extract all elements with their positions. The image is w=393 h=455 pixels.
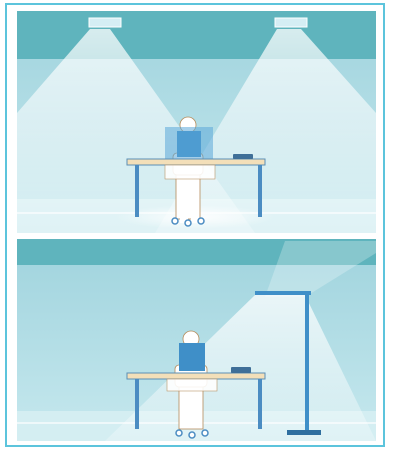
- lighting-illustration: [5, 3, 385, 447]
- monitor: [179, 343, 205, 371]
- phone: [233, 154, 253, 159]
- phone: [231, 367, 251, 373]
- panel-floor-lamp: [17, 239, 376, 441]
- panel-divider: [17, 233, 376, 239]
- ceiling-light-left: [89, 18, 121, 27]
- illustration-frame: [5, 3, 385, 447]
- panel-ceiling-lights: [17, 11, 376, 233]
- ceiling-light-right: [275, 18, 307, 27]
